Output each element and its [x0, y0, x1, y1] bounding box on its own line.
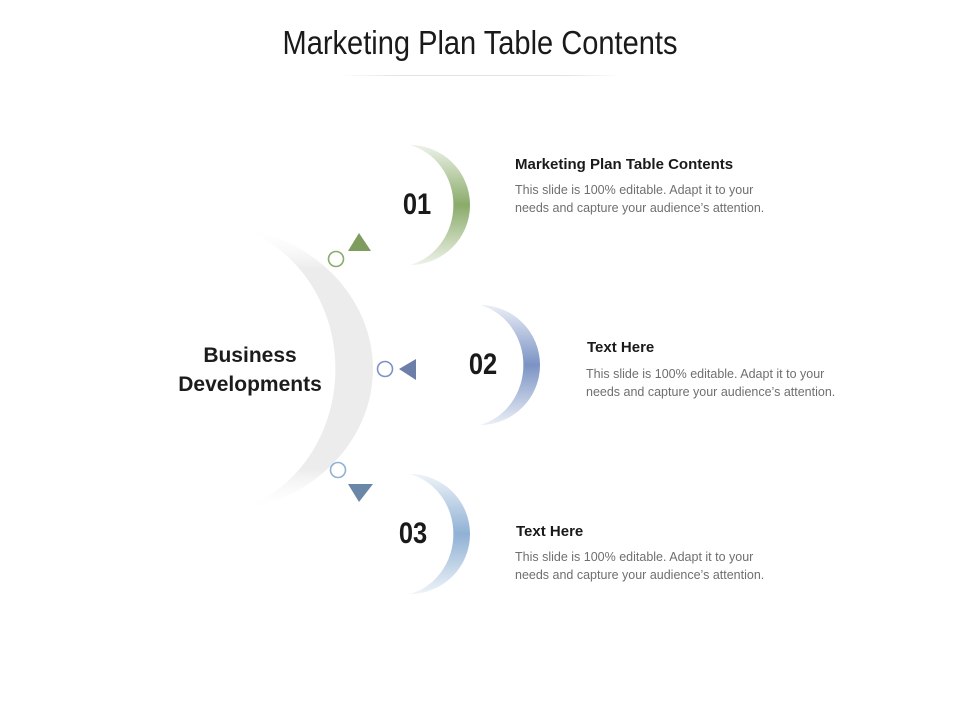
- item-description-02-line2: needs and capture your audience’s attent…: [586, 384, 836, 399]
- arrow-pointer-03: [348, 484, 373, 502]
- item-heading-03: Text Here: [516, 523, 584, 540]
- item-description-02: This slide is 100% editable. Adapt it to…: [586, 366, 876, 401]
- central-crescent: [230, 226, 373, 512]
- center-label: Business Developments: [150, 341, 350, 399]
- crescent-02: [480, 305, 540, 425]
- item-description-03: This slide is 100% editable. Adapt it to…: [515, 549, 805, 584]
- item-heading-02: Text Here: [587, 339, 655, 356]
- center-label-line2: Developments: [178, 373, 322, 396]
- connector-dot-02: [376, 360, 394, 378]
- crescent-03: [410, 474, 470, 594]
- item-description-01-line1: This slide is 100% editable. Adapt it to…: [515, 183, 754, 197]
- connector-dot-01: [327, 250, 345, 268]
- arrow-pointer-01: [348, 233, 371, 251]
- crescent-01: [410, 145, 470, 265]
- item-heading-01: Marketing Plan Table Contents: [515, 156, 734, 173]
- connector-dot-03: [329, 461, 347, 479]
- item-description-01-line2: needs and capture your audience’s attent…: [515, 200, 765, 215]
- item-description-01: This slide is 100% editable. Adapt it to…: [515, 182, 805, 217]
- item-description-03-line1: This slide is 100% editable. Adapt it to…: [515, 550, 754, 564]
- step-number-02: 02: [468, 348, 498, 381]
- item-description-02-line1: This slide is 100% editable. Adapt it to…: [586, 367, 825, 381]
- slide-title: Marketing Plan Table Contents: [282, 24, 678, 61]
- arrow-pointer-02: [399, 359, 416, 380]
- title-divider: [340, 75, 622, 76]
- step-number-01: 01: [402, 188, 432, 221]
- center-label-line1: Business: [203, 344, 297, 367]
- step-number-03: 03: [398, 517, 428, 550]
- item-description-03-line2: needs and capture your audience’s attent…: [515, 567, 765, 582]
